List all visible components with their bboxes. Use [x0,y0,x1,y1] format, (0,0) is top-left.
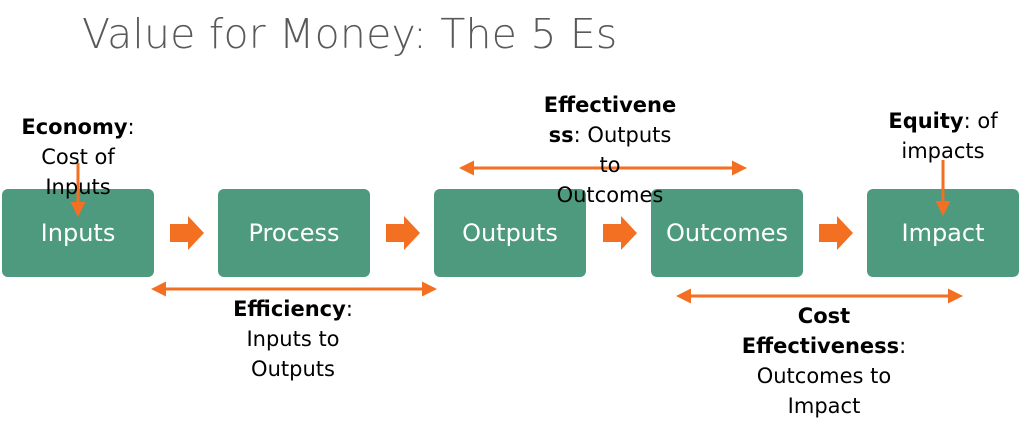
stage-outcomes: Outcomes [651,189,803,277]
equity-label: Equity: of impacts [888,109,998,163]
page-title: Value for Money: The 5 Es [82,10,618,58]
effectiveness-label: Effectivene ss: Outputs to Outcomes [543,93,677,207]
stage-outputs: Outputs [434,189,586,277]
flow-arrow-3-icon [603,216,637,250]
flow-arrow-2-icon [386,216,420,250]
flow-arrow-1-icon [170,216,204,250]
efficiency-label: Efficiency: Inputs to Outputs [233,297,353,381]
economy-label: Economy: Cost of Inputs [21,115,135,199]
flow-arrow-4-icon [819,216,853,250]
stage-process: Process [218,189,370,277]
cost-effectiveness-label: Cost Effectiveness: Outcomes to Impact [741,304,907,418]
